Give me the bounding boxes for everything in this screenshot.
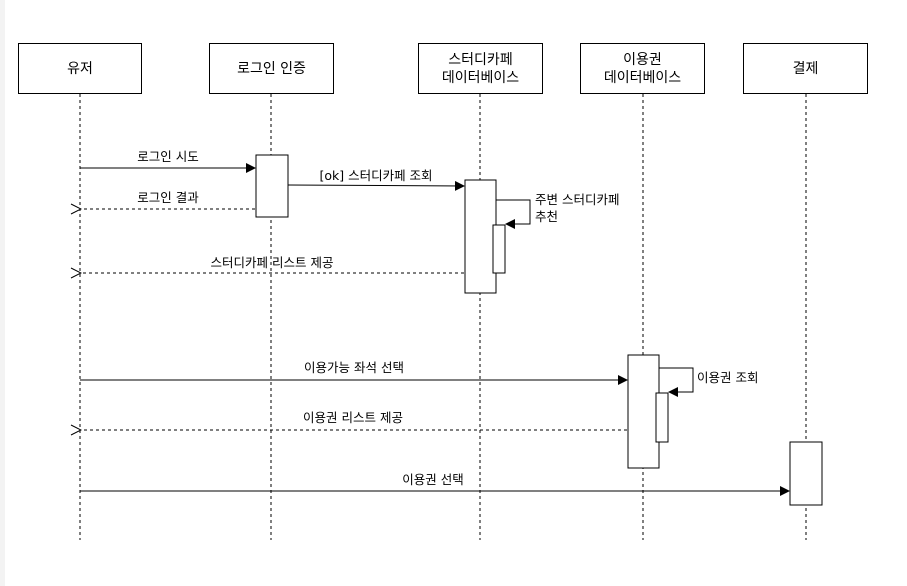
arrow-cafe-recommend <box>496 199 531 229</box>
participant-user: 유저 <box>18 43 142 94</box>
activation-payment <box>789 441 823 506</box>
label-login-result: 로그인 결과 <box>137 190 199 205</box>
activation-cafe-db <box>464 179 497 294</box>
participant-cafe-db: 스터디카페 데이터베이스 <box>418 43 543 94</box>
arrow-ticket-lookup <box>659 367 694 397</box>
participant-ticket-db: 이용권 데이터베이스 <box>580 43 705 94</box>
label-cafe-list: 스터디카페 리스트 제공 <box>211 255 334 270</box>
activation-cafe-db-inner <box>492 224 506 274</box>
label-cafe-lookup: [ok] 스터디카페 조회 <box>319 168 432 183</box>
activation-login <box>255 154 289 218</box>
label-seat-select: 이용가능 좌석 선택 <box>304 360 404 375</box>
participant-payment: 결제 <box>743 43 868 94</box>
activation-ticket-db-inner <box>655 392 669 443</box>
label-ticket-select: 이용권 선택 <box>402 472 463 487</box>
window-edge <box>0 0 5 586</box>
label-cafe-recommend: 주변 스터디카페 추천 <box>535 192 623 224</box>
arrow-cafe-lookup <box>287 180 465 191</box>
label-ticket-lookup: 이용권 조회 <box>697 370 758 385</box>
label-login-try: 로그인 시도 <box>137 149 198 164</box>
label-ticket-list: 이용권 리스트 제공 <box>303 410 403 425</box>
activation-ticket-db <box>627 354 660 469</box>
participant-login: 로그인 인증 <box>209 43 334 94</box>
